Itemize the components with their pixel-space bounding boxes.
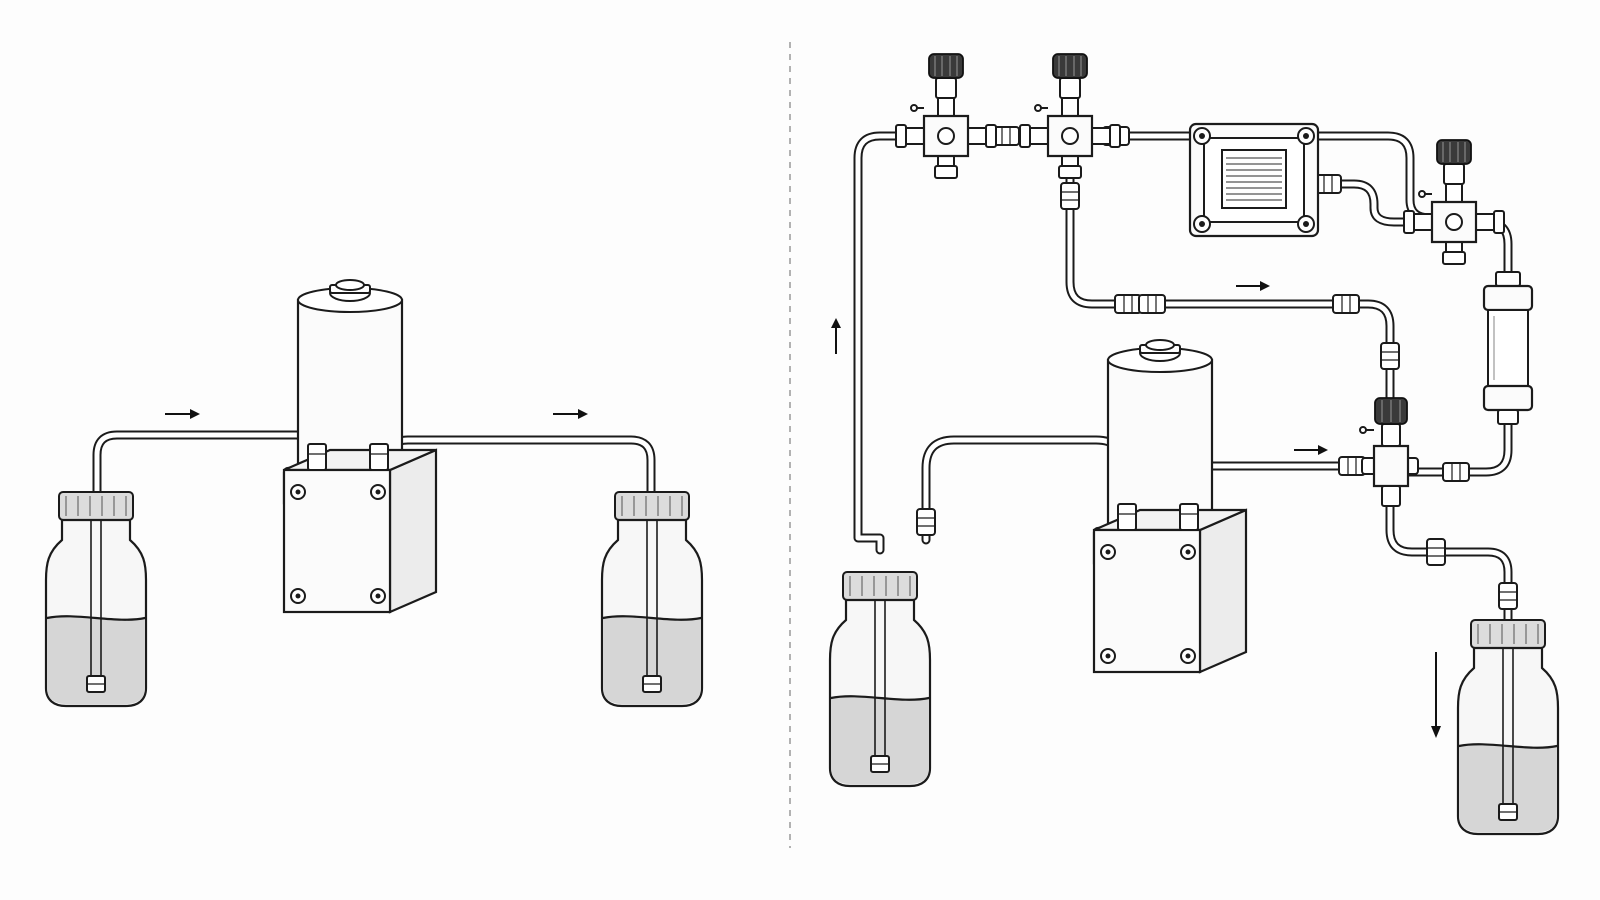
filter-housing: [1482, 271, 1534, 425]
union-fitting: [916, 508, 936, 536]
union-fitting: [1498, 582, 1518, 610]
union-fitting: [1138, 294, 1166, 314]
flow-arrow-right: [553, 409, 588, 419]
feed-bottle: [828, 570, 932, 788]
collection-bottle: [600, 490, 704, 708]
inlet-valve: [894, 52, 998, 180]
permeate-bottle: [1456, 618, 1560, 836]
flow-arrow-down: [1431, 652, 1441, 738]
distribution-valve: [1018, 52, 1122, 180]
peristaltic-pump: [1092, 338, 1248, 674]
union-fitting: [1114, 294, 1142, 314]
union-fitting: [1442, 462, 1470, 482]
union-fitting: [1332, 294, 1360, 314]
union-fitting: [1380, 342, 1400, 370]
retentate-valve: [1402, 138, 1506, 266]
flow-arrow-right: [165, 409, 200, 419]
membrane-cassette: [1188, 122, 1320, 238]
permeate-valve: [1359, 397, 1419, 507]
union-fitting: [1060, 182, 1080, 210]
source-bottle: [44, 490, 148, 708]
peristaltic-pump: [282, 278, 438, 614]
flow-arrow-up: [831, 318, 841, 354]
flow-arrow-right: [1236, 281, 1270, 291]
panel-left: [44, 278, 704, 708]
panel-right: [828, 52, 1560, 836]
flow-arrow-right: [1294, 445, 1328, 455]
union-fitting: [1426, 538, 1446, 566]
